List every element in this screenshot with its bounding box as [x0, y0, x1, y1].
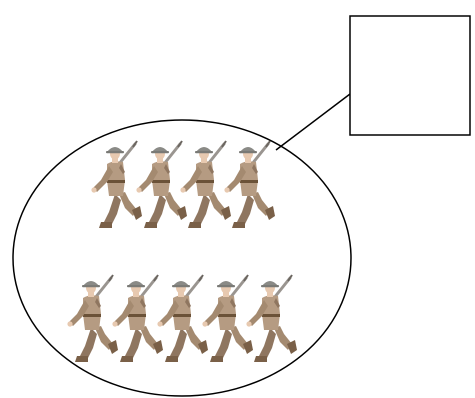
soldier-icon [200, 273, 255, 364]
connector-line [275, 93, 351, 151]
soldier-icon [155, 273, 210, 364]
group-oval [12, 119, 352, 397]
soldier-icon [178, 139, 233, 230]
soldier-icon [222, 139, 277, 230]
soldier-icon [65, 273, 120, 364]
soldier-icon [244, 273, 299, 364]
soldier-icon [110, 273, 165, 364]
soldier-icon [134, 139, 189, 230]
soldier-row-top [89, 139, 277, 230]
answer-box [349, 15, 471, 136]
soldier-icon [89, 139, 144, 230]
soldier-row-bottom [65, 273, 299, 364]
